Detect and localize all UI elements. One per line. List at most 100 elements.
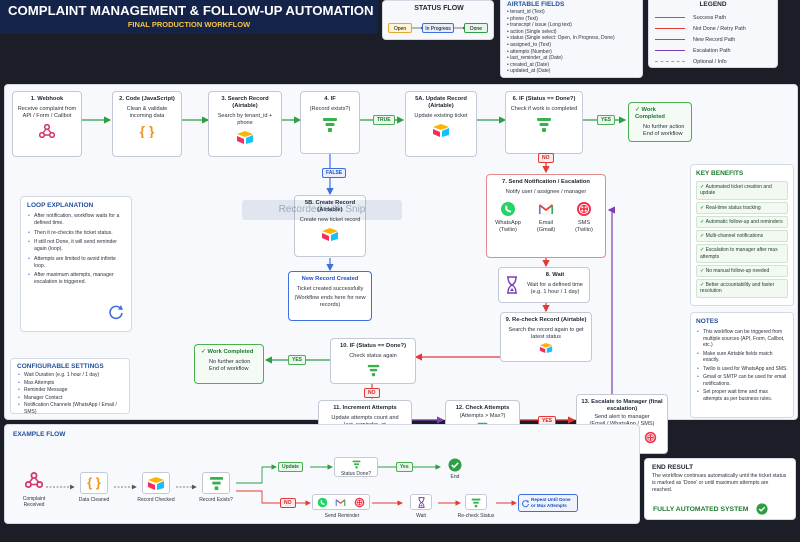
airtable-icon [237,131,253,145]
ex-no-label: NO [280,498,296,508]
node-recheck-record[interactable]: 9. Re-check Record (Airtable) Search the… [500,312,592,362]
ex-send-reminder[interactable]: Send Reminder [312,494,372,519]
whatsapp-icon [501,202,515,217]
ex-received[interactable]: Complaint Received [14,472,54,508]
ex-end[interactable]: End [442,458,468,480]
node-escalate-title: 13. Escalate to Manager (final escalatio… [581,399,663,413]
node-update-record[interactable]: 5A. Update Record (Airtable) Update exis… [405,91,477,157]
check-icon: ✓ [635,107,642,113]
edge-label-no-1: NO [538,153,554,163]
key-benefits-panel: KEY BENEFITS ✓ Automated ticket creation… [690,164,794,306]
ex-status-done[interactable]: Status Done? [334,457,378,477]
airtable-field-item: • transcript / issue (Long text) [507,22,572,29]
page-title: COMPLAINT MANAGEMENT & FOLLOW-UP AUTOMAT… [8,3,374,18]
channel-email-sub: (Gmail) [536,227,556,234]
legend-label: Not Done / Retry Path [693,25,746,32]
channel-sms[interactable]: SMS (Twilio) [568,201,600,234]
ex-recheck[interactable]: Re-check Status [452,494,500,519]
node-wait[interactable]: 8. Wait Wait for a defined time (e.g. 1 … [498,267,590,303]
node-create-record[interactable]: 5B. Create Record (Airtable) Create new … [294,195,366,257]
page-subtitle: FINAL PRODUCTION WORKFLOW [127,20,251,29]
config-setting-item: Max Attempts [17,380,123,387]
key-benefit-text: Automatic follow-up and reminders [705,218,783,225]
new-record-note: (Workflow ends here for new records) [294,295,366,309]
loop-explanation-item: After notification, workflow waits for a… [27,213,125,227]
node-if-exists[interactable]: 4. IF (Record exists?) [300,91,360,154]
loop-explanation-panel: LOOP EXPLANATION After notification, wor… [20,196,132,332]
node-if-done-2[interactable]: 10. IF (Status == Done?) Check status ag… [330,338,416,384]
ex-checked-label: Record Checked [137,497,175,503]
node-send-notification[interactable]: 7. Send Notification / Escalation Notify… [486,174,606,258]
ex-repeat-label: Repeat Until Done or Max Attempts [531,497,571,508]
loop-explanation-item: Then it re-checks the ticket status. [27,230,125,237]
work-completed-2-line1: No further action [209,359,251,366]
whatsapp-icon [317,497,328,507]
ex-exists[interactable]: Record Exists? [194,472,238,503]
channel-whatsapp-name: WhatsApp [495,220,521,227]
header-panel: COMPLAINT MANAGEMENT & FOLLOW-UP AUTOMAT… [0,0,378,34]
airtable-field-item: • attempts (Number) [507,48,552,55]
gmail-icon [336,498,346,506]
node-new-record-created[interactable]: New Record Created Ticket created succes… [288,271,372,321]
work-completed-2-title-text: Work Completed [207,349,254,355]
ex-checked[interactable]: Record Checked [134,472,178,503]
node-search-record[interactable]: 3. Search Record (Airtable) Search by te… [208,91,282,157]
work-completed-1-line2: End of workflow [643,131,683,138]
legend-item: Success Path [655,12,771,23]
node-notify-title: 7. Send Notification / Escalation [502,179,590,185]
node-if-exists-desc: (Record exists?) [309,106,351,113]
node-wait-desc: Wait for a defined time [527,282,583,289]
status-flow-title: STATUS FLOW [414,5,464,12]
example-flow-title: EXAMPLE FLOW [13,431,66,438]
node-work-completed-1[interactable]: ✓ Work Completed No further action End o… [628,102,692,142]
filter-icon [537,118,551,133]
svg-text:{ }: { } [87,475,101,490]
ex-repeat[interactable]: Repeat Until Done or Max Attempts [518,494,578,512]
work-completed-1-title: ✓ Work Completed [635,107,685,121]
airtable-field-item: • tenant_id (Text) [507,9,545,15]
airtable-field-item: • updated_at (Date) [507,68,551,75]
work-completed-2-title: ✓ Work Completed [201,349,257,356]
node-webhook[interactable]: 1. Webhook Receive complaint from API / … [12,91,82,157]
notify-channels: WhatsApp (Twilio) Email (Gmail) SMS (Twi… [489,201,603,234]
node-update-title: 5A. Update Record (Airtable) [415,96,467,110]
channel-sms-name: SMS [577,220,591,227]
key-benefit-item: ✓ Escalation to manager after max attemp… [696,244,788,263]
configurable-list: Wait Duration (e.g. 1 hour / 1 day)Max A… [17,372,123,415]
channel-email[interactable]: Email (Gmail) [530,201,562,234]
node-code[interactable]: 2. Code (JavaScript) Clean & validate in… [112,91,182,157]
node-if-done-2-title: 10. IF (Status == Done?) [339,343,407,349]
loop-explanation-item: Attempts are limited to avoid infinite l… [27,256,125,270]
ex-cleaned[interactable]: { } Data Cleaned [74,472,114,503]
watermark-text: Recorded with Snip [278,204,366,215]
node-update-desc: Update existing ticket [414,113,468,120]
legend-label: Escalation Path [693,47,731,54]
ex-yes-label: Yes [396,462,413,472]
key-benefit-item: ✓ No manual follow-up needed [696,264,788,277]
legend-swatch [655,17,685,18]
note-item: Twilio is used for WhatsApp and SMS. [696,366,788,373]
check-icon: ✓ [700,184,706,190]
channel-whatsapp-sub: (Twilio) [499,227,517,234]
node-if-done[interactable]: 6. IF (Status == Done?) Check if work is… [505,91,583,154]
notes-list: This workflow can be triggered from mult… [696,329,788,402]
check-icon: ✓ [700,267,706,274]
legend-label: New Record Path [693,36,736,43]
edge-label-no-2: NO [364,388,380,398]
legend-item: Optional / Info [655,56,771,67]
key-benefit-text: No manual follow-up needed [705,267,770,274]
ex-send-reminder-label: Send Reminder [324,513,360,519]
node-increment-title: 11. Increment Attempts [333,405,397,411]
node-work-completed-2[interactable]: ✓ Work Completed No further action End o… [194,344,264,384]
note-item: Gmail or SMTP can be used for email noti… [696,374,788,387]
airtable-fields-panel: AIRTABLE FIELDS • tenant_id (Text)• phon… [500,0,643,78]
ex-wait[interactable]: Wait [404,494,438,519]
work-completed-1-title-text: Work Completed [635,107,665,121]
legend-item: Not Done / Retry Path [655,23,771,34]
hourglass-icon [507,276,517,294]
filter-icon [352,460,360,469]
key-benefit-item: ✓ Automatic follow-up and reminders [696,215,788,228]
channel-whatsapp[interactable]: WhatsApp (Twilio) [492,201,524,234]
check-icon: ✓ [201,349,208,355]
